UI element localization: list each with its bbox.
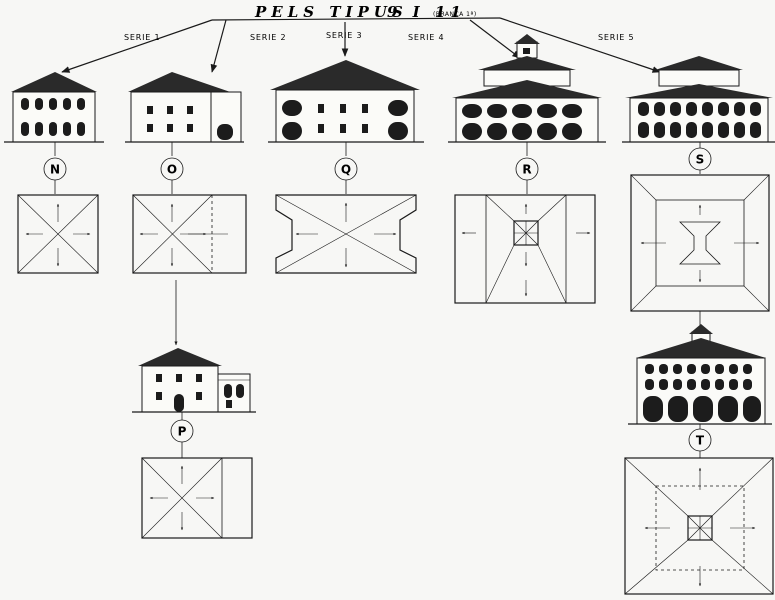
branch-serie-2 [210, 19, 227, 73]
plan-s [630, 174, 770, 331]
building-o [125, 72, 244, 143]
branch-serie-5 [499, 17, 661, 73]
type-label-p: P [178, 425, 187, 439]
building-p: P [132, 348, 256, 458]
building-t: T [628, 324, 772, 458]
type-label-s: S [696, 153, 705, 167]
type-label-n: N [50, 163, 60, 177]
title-numbers: 9 I 11 [387, 3, 466, 21]
type-label-r: R [522, 163, 531, 177]
plan-o [132, 194, 247, 274]
plan-r [454, 194, 596, 304]
type-labels-row1: N O Q R S [43, 142, 712, 194]
plan-t [624, 457, 774, 595]
branch-bar [211, 17, 501, 21]
serie-label-2: SERIE 2 [250, 33, 286, 42]
building-n [4, 72, 104, 143]
plan-p [141, 457, 253, 539]
serie-label-1: SERIE 1 [124, 33, 160, 42]
title-text: PELS TIPUS [254, 3, 408, 21]
plan-q [275, 194, 417, 274]
serie-label-4: SERIE 4 [408, 33, 444, 42]
building-s [622, 56, 775, 143]
branch-serie-1 [61, 19, 213, 73]
title-subtitle: (BRANCA 1ª) [433, 11, 477, 18]
type-label-q: Q [341, 163, 351, 177]
plan-n [17, 194, 99, 274]
building-r [448, 34, 606, 143]
serie-label-3: SERIE 3 [326, 31, 362, 40]
type-label-t: T [696, 434, 705, 448]
serie-label-5: SERIE 5 [598, 33, 634, 42]
series-branches: SERIE 1 SERIE 2 SERIE 3 SERIE 4 SERIE 5 [61, 17, 661, 73]
diagram-title: PELS TIPUS 9 I 11 (BRANCA 1ª) [254, 3, 477, 21]
building-q [268, 60, 424, 143]
type-label-o: O [167, 163, 177, 177]
branch-serie-4 [469, 19, 521, 59]
